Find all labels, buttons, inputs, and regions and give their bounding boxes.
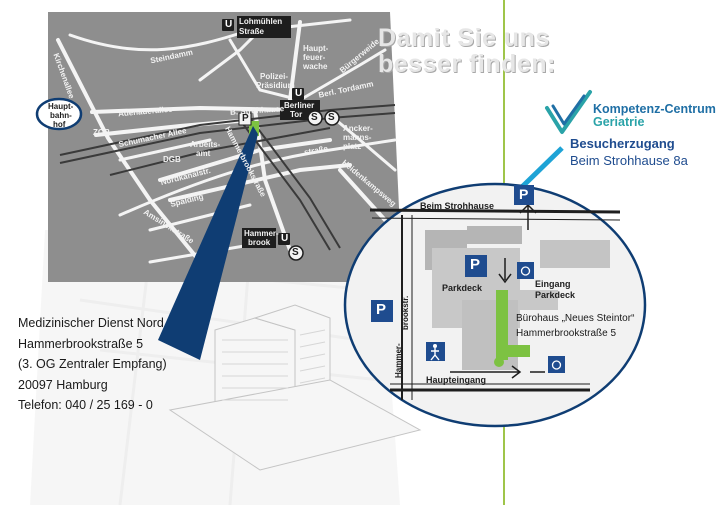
logo-text: Kompetenz-Centrum Geriatrie bbox=[593, 102, 716, 129]
visitor-entrance-address: Beim Strohhause 8a bbox=[570, 153, 688, 168]
city-map bbox=[35, 12, 400, 360]
headline: Damit Sie uns besser finden: bbox=[378, 24, 556, 78]
station-label: Hammer- bbox=[244, 229, 279, 238]
station-label: Berliner bbox=[284, 101, 315, 110]
checkmark-logo-icon bbox=[545, 90, 592, 134]
place-label: Haupt- bbox=[303, 44, 329, 53]
inset-place-label: Parkdeck bbox=[535, 290, 576, 300]
parking-letter: P bbox=[242, 113, 249, 124]
ubahn-letter: U bbox=[295, 88, 303, 99]
inset-place-label: Parkdeck bbox=[442, 283, 483, 293]
visitor-entrance-title: Besucherzugang bbox=[570, 136, 675, 151]
sbahn-letter: S bbox=[328, 112, 335, 123]
place-label: Polizei- bbox=[260, 72, 289, 81]
inset-street-label: Beim Strohhause bbox=[420, 201, 495, 211]
building-note: Bürohaus „Neues Steintor“ Hammerbrookstr… bbox=[516, 313, 635, 339]
station-label: Lohmühlen bbox=[239, 17, 283, 26]
place-label: ZOB bbox=[93, 128, 110, 137]
place-label: manns- bbox=[343, 133, 372, 142]
inset-detail-map bbox=[343, 182, 647, 428]
building-sketch bbox=[168, 304, 422, 471]
parking-badge-icon bbox=[371, 185, 534, 322]
place-label: DGB bbox=[163, 155, 181, 164]
place-label: Arbeits- bbox=[190, 140, 221, 149]
ubahn-badge-lohmuehlen bbox=[222, 16, 291, 38]
ubahn-letter: U bbox=[225, 19, 233, 30]
location-pointer bbox=[158, 126, 258, 360]
parking-letter: P bbox=[519, 186, 529, 202]
place-label: feuer- bbox=[303, 53, 326, 62]
pedestrian-icon bbox=[426, 342, 445, 361]
route-path bbox=[496, 290, 508, 360]
place-label: Präsidium bbox=[256, 81, 295, 90]
station-label: bahn- bbox=[50, 111, 72, 120]
inset-street-label: Haupteingang bbox=[426, 375, 486, 385]
address-block: Medizinischer Dienst Nord Hammerbrookstr… bbox=[18, 316, 167, 412]
inset-place-label: Eingang bbox=[535, 279, 571, 289]
parking-letter: P bbox=[376, 301, 387, 318]
station-label: Straße bbox=[239, 27, 264, 36]
inset-street-label: brookstr. bbox=[401, 295, 410, 330]
place-label: Ancker- bbox=[343, 124, 373, 133]
sbahn-letter: S bbox=[292, 247, 299, 258]
parking-badge-map bbox=[238, 112, 252, 126]
sbahn-badges bbox=[288, 110, 340, 261]
station-label: hof bbox=[53, 120, 66, 129]
wheelchair-icon bbox=[517, 262, 565, 373]
ubahn-letter: U bbox=[281, 233, 289, 244]
place-label: platz bbox=[343, 142, 362, 151]
inset-street-label: Hammer- bbox=[394, 343, 403, 378]
place-label: wache bbox=[303, 62, 328, 71]
station-label: brook bbox=[248, 238, 271, 247]
place-label: amt bbox=[196, 149, 211, 158]
station-label: Haupt- bbox=[48, 102, 74, 111]
station-label: Tor bbox=[290, 110, 303, 119]
parking-letter: P bbox=[470, 256, 481, 273]
sbahn-letter: S bbox=[311, 112, 318, 123]
ubahn-badge-hammerbrook bbox=[242, 228, 290, 248]
